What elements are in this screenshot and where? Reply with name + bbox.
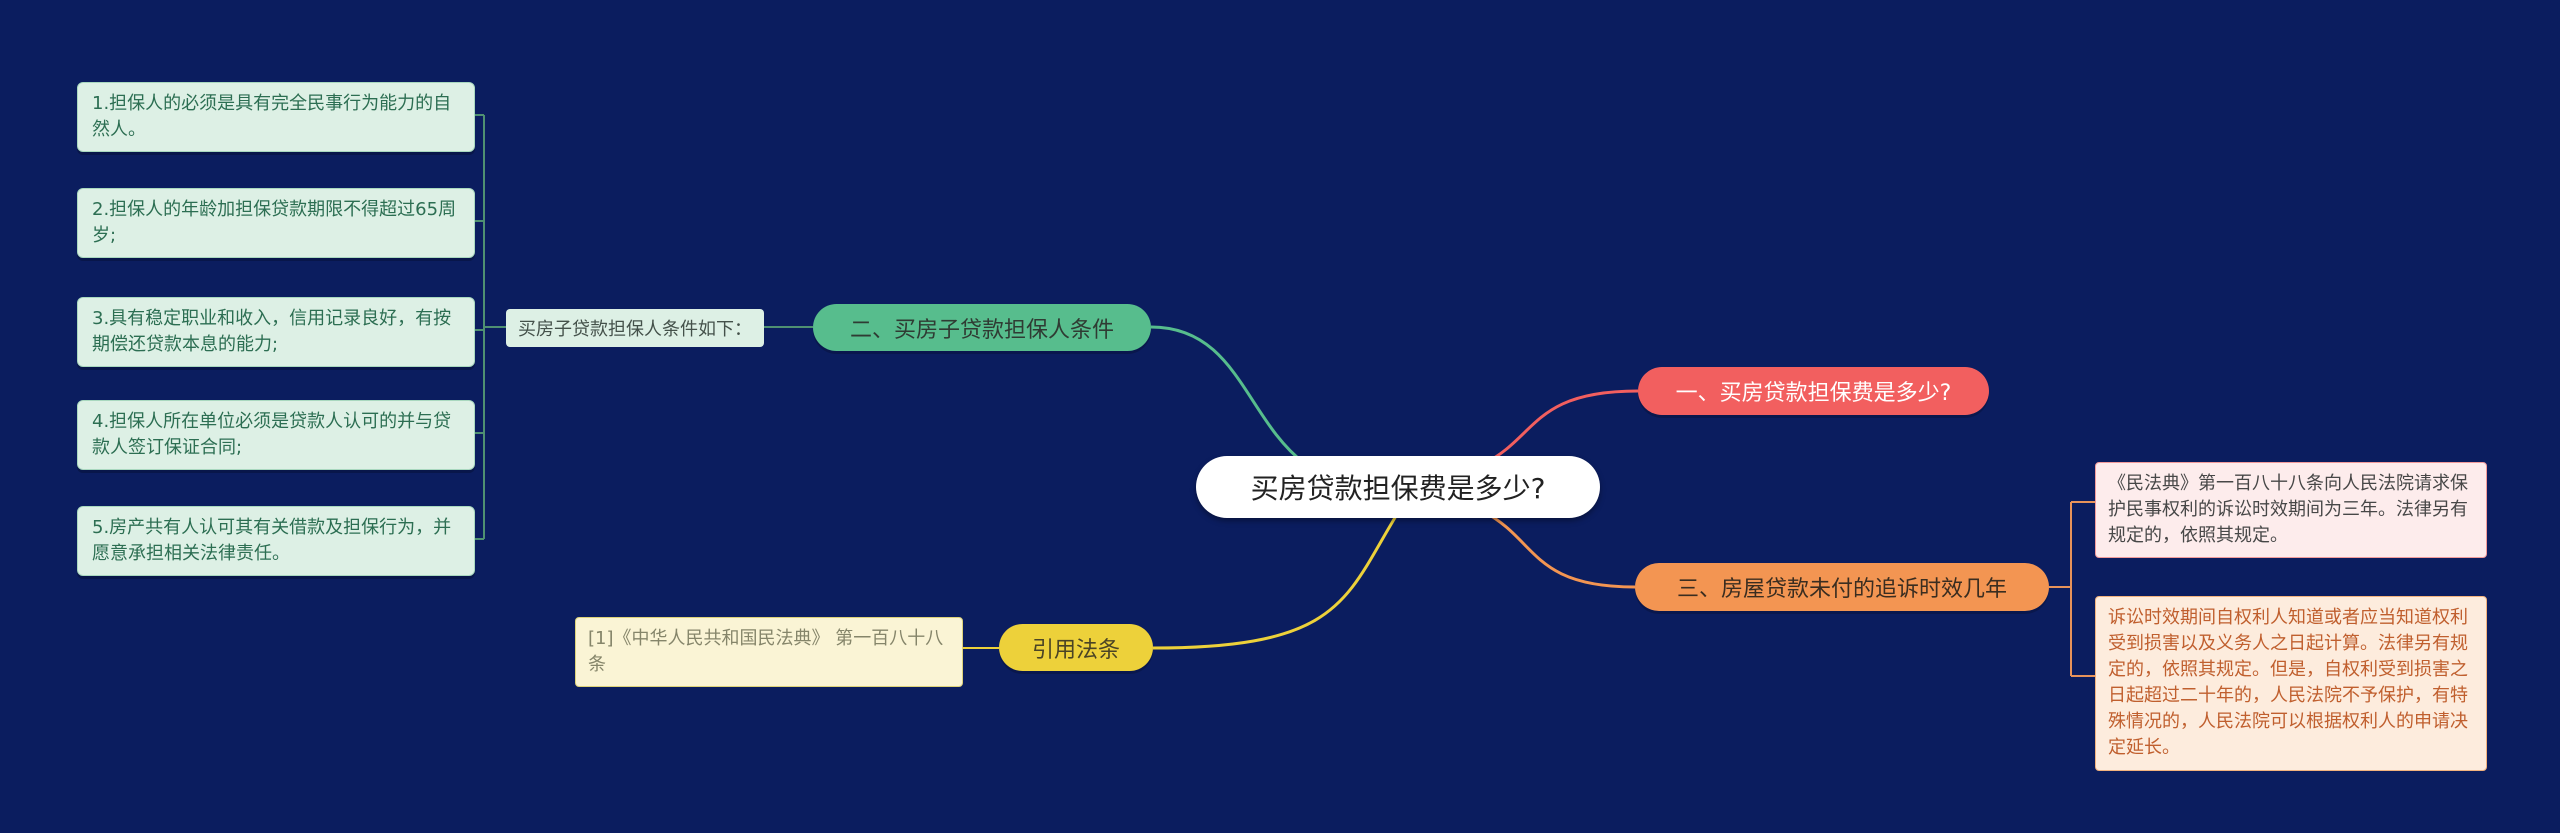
- branch-node-cited-statutes[interactable]: 引用法条: [999, 624, 1153, 671]
- guarantor-condition-item-1[interactable]: 1.担保人的必须是具有完全民事行为能力的自然人。: [77, 82, 475, 153]
- connector-guarantor-bracket: [475, 114, 813, 540]
- prescription-note-2[interactable]: 诉讼时效期间自权利人知道或者应当知道权利受到损害以及义务人之日起计算。法律另有规…: [2095, 596, 2487, 771]
- citation-reference-box[interactable]: [1]《中华人民共和国民法典》 第一百八十八条: [575, 617, 963, 688]
- central-topic-node[interactable]: 买房贷款担保费是多少?: [1196, 456, 1600, 518]
- guarantor-condition-item-5[interactable]: 5.房产共有人认可其有关借款及担保行为，并愿意承担相关法律责任。: [77, 506, 475, 577]
- guarantor-conditions-label: 买房子贷款担保人条件如下：: [506, 309, 764, 347]
- guarantor-condition-item-4[interactable]: 4.担保人所在单位必须是贷款人认可的并与贷款人签订保证合同;: [77, 400, 475, 471]
- prescription-note-1[interactable]: 《民法典》第一百八十八条向人民法院请求保护民事权利的诉讼时效期间为三年。法律另有…: [2095, 462, 2487, 559]
- branch-node-guarantor-conditions[interactable]: 二、买房子贷款担保人条件: [813, 304, 1151, 351]
- connector-branch-cite: [1152, 515, 1398, 650]
- branch-node-prescription-period[interactable]: 三、房屋贷款未付的追诉时效几年: [1635, 563, 2049, 611]
- guarantor-condition-item-3[interactable]: 3.具有稳定职业和收入，信用记录良好，有按期偿还贷款本息的能力;: [77, 297, 475, 368]
- branch-node-guarantee-fee[interactable]: 一、买房贷款担保费是多少?: [1638, 367, 1989, 415]
- guarantor-condition-item-2[interactable]: 2.担保人的年龄加担保贷款期限不得超过65周岁;: [77, 188, 475, 259]
- connector-prescription-bracket: [2049, 501, 2095, 677]
